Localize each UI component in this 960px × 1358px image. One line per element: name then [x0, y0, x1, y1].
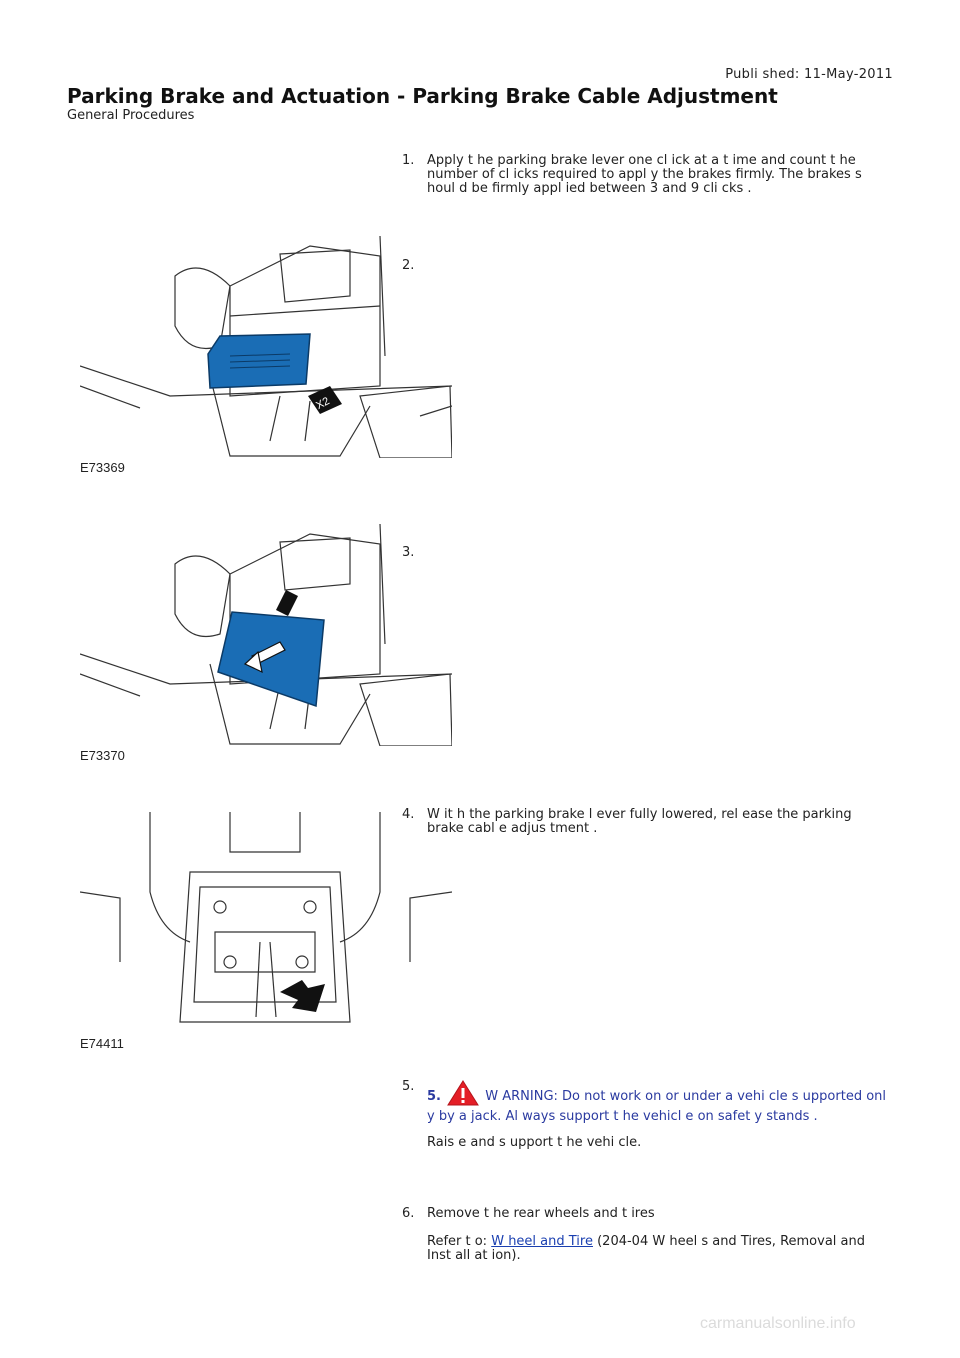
- figure-label: E73369: [80, 460, 125, 475]
- step-number: 1.: [402, 153, 415, 168]
- step-number: 3.: [402, 545, 415, 560]
- step-text: W it h the parking brake l ever fully lo…: [427, 807, 852, 836]
- watermark-logo: carmanualsonline.info: [700, 1315, 856, 1332]
- step-6: 6. Remove t he rear wheels and t ires Re…: [402, 1207, 892, 1263]
- step-text: Apply t he parking brake lever one cl ic…: [427, 153, 862, 196]
- figure-e74411: E74411: [80, 812, 452, 1052]
- figure-label: E73370: [80, 748, 125, 763]
- console-illustration: [80, 524, 452, 746]
- step-number: 4.: [402, 807, 415, 822]
- refer-prefix: Refer t o:: [427, 1234, 488, 1249]
- figure-label: E74411: [80, 1036, 124, 1051]
- step-number: 5.: [402, 1079, 415, 1094]
- warning-block: 5. W ARNING: Do not work on or under a v…: [427, 1080, 892, 1150]
- published-date: Publi shed: 11-May-2011: [725, 67, 893, 82]
- refer-line: Refer t o: W heel and Tire (204-04 W hee…: [427, 1235, 892, 1263]
- page-title: Parking Brake and Actuation - Parking Br…: [67, 84, 778, 108]
- step-number: 6.: [402, 1206, 415, 1221]
- figure-badge: X2: [314, 395, 332, 412]
- console-illustration: [80, 812, 452, 1023]
- figure-e73369: X2 E73369: [80, 236, 452, 476]
- step-text: Rais e and s upport t he vehi cle.: [427, 1135, 642, 1150]
- step-1: 1. Apply t he parking brake lever one cl…: [402, 154, 892, 196]
- warning-icon: [447, 1080, 480, 1110]
- watermark: carmanualsonline.info: [700, 1312, 920, 1338]
- console-illustration: X2: [80, 236, 452, 458]
- page-subtitle: General Procedures: [67, 108, 195, 123]
- figure-e73370: E73370: [80, 524, 452, 764]
- warning-number: 5.: [427, 1089, 441, 1104]
- step-5: 5. 5. W ARNING: Do not work on or under …: [402, 1080, 892, 1150]
- step-4: 4. W it h the parking brake l ever fully…: [402, 808, 892, 836]
- wheel-and-tire-link[interactable]: W heel and Tire: [491, 1234, 593, 1249]
- step-text: Remove t he rear wheels and t ires: [427, 1206, 655, 1221]
- warning-text: W ARNING: Do not work on or under a vehi…: [427, 1089, 887, 1124]
- step-number: 2.: [402, 258, 415, 273]
- svg-text:carmanualsonline.info: carmanualsonline.info: [700, 1315, 856, 1332]
- refer-suffix: (204-04 W heel s and Tires, Removal and …: [427, 1234, 865, 1263]
